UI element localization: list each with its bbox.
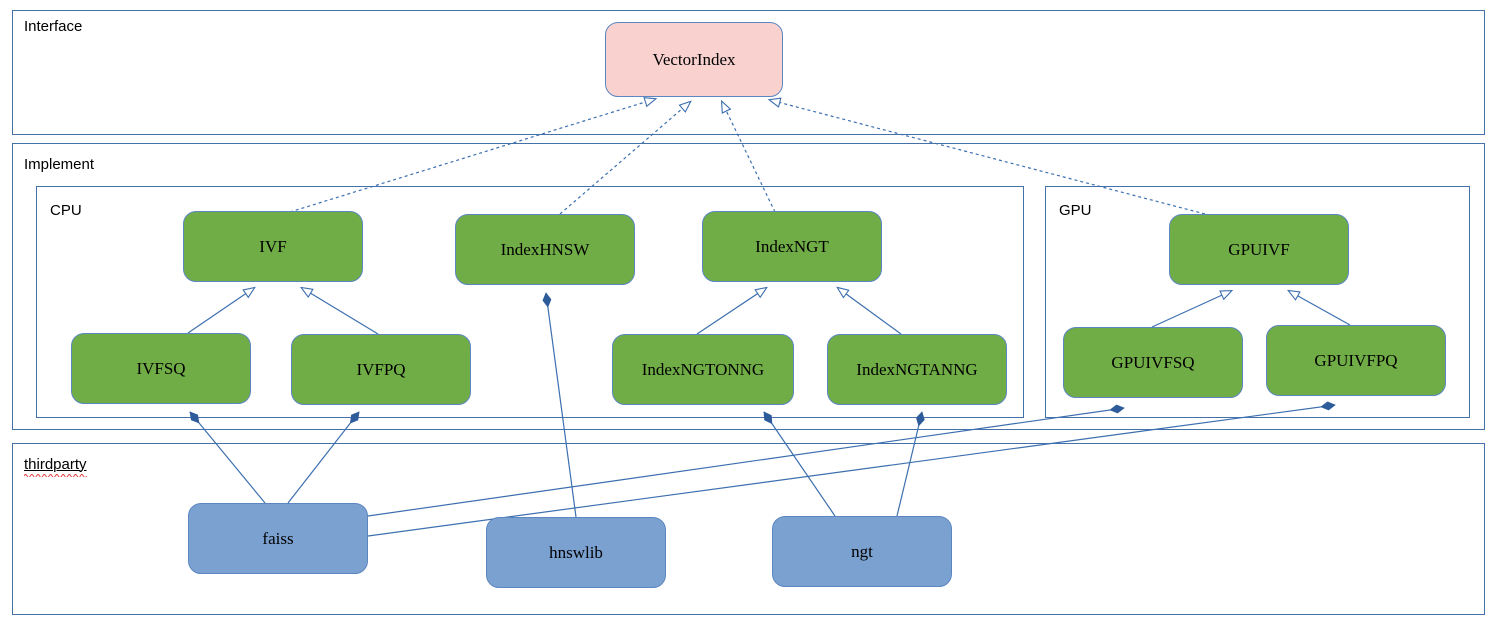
node-indexngt[interactable]: IndexNGT bbox=[702, 211, 882, 282]
node-label-indexngtanng: IndexNGTANNG bbox=[856, 359, 978, 379]
node-ngt[interactable]: ngt bbox=[772, 516, 952, 587]
node-gpuivfsq[interactable]: GPUIVFSQ bbox=[1063, 327, 1243, 398]
node-label-indexhnsw: IndexHNSW bbox=[500, 239, 590, 259]
node-ivfpq[interactable]: IVFPQ bbox=[291, 334, 471, 405]
node-gpuivfpq[interactable]: GPUIVFPQ bbox=[1266, 325, 1446, 396]
node-vectorindex[interactable]: VectorIndex bbox=[605, 22, 783, 97]
node-label-vectorindex: VectorIndex bbox=[652, 49, 736, 69]
node-ivfsq[interactable]: IVFSQ bbox=[71, 333, 251, 404]
node-label-indexngt: IndexNGT bbox=[755, 236, 829, 256]
node-hnswlib[interactable]: hnswlib bbox=[486, 517, 666, 588]
node-label-ivfsq: IVFSQ bbox=[136, 358, 186, 378]
container-label-implement: Implement bbox=[24, 156, 95, 173]
node-label-indexngtonng: IndexNGTONNG bbox=[641, 359, 765, 379]
container-label-thirdparty: thirdparty bbox=[24, 456, 87, 477]
container-label-interface: Interface bbox=[24, 18, 83, 35]
node-faiss[interactable]: faiss bbox=[188, 503, 368, 574]
node-label-hnswlib: hnswlib bbox=[549, 542, 603, 562]
container-label-cpu: CPU bbox=[50, 202, 82, 219]
node-label-gpuivf: GPUIVF bbox=[1228, 239, 1290, 259]
node-ivf[interactable]: IVF bbox=[183, 211, 363, 282]
thirdparty-text: thirdparty bbox=[24, 456, 87, 473]
node-label-gpuivfpq: GPUIVFPQ bbox=[1314, 350, 1398, 370]
node-label-ngt: ngt bbox=[851, 541, 873, 561]
node-indexngtonng[interactable]: IndexNGTONNG bbox=[612, 334, 794, 405]
node-indexngtanng[interactable]: IndexNGTANNG bbox=[827, 334, 1007, 405]
node-label-ivf: IVF bbox=[259, 236, 287, 256]
node-label-faiss: faiss bbox=[262, 528, 294, 548]
spellcheck-squiggle-icon bbox=[24, 474, 87, 477]
node-indexhnsw[interactable]: IndexHNSW bbox=[455, 214, 635, 285]
node-label-gpuivfsq: GPUIVFSQ bbox=[1111, 352, 1195, 372]
node-label-ivfpq: IVFPQ bbox=[356, 359, 406, 379]
container-label-gpu: GPU bbox=[1059, 202, 1092, 219]
node-gpuivf[interactable]: GPUIVF bbox=[1169, 214, 1349, 285]
